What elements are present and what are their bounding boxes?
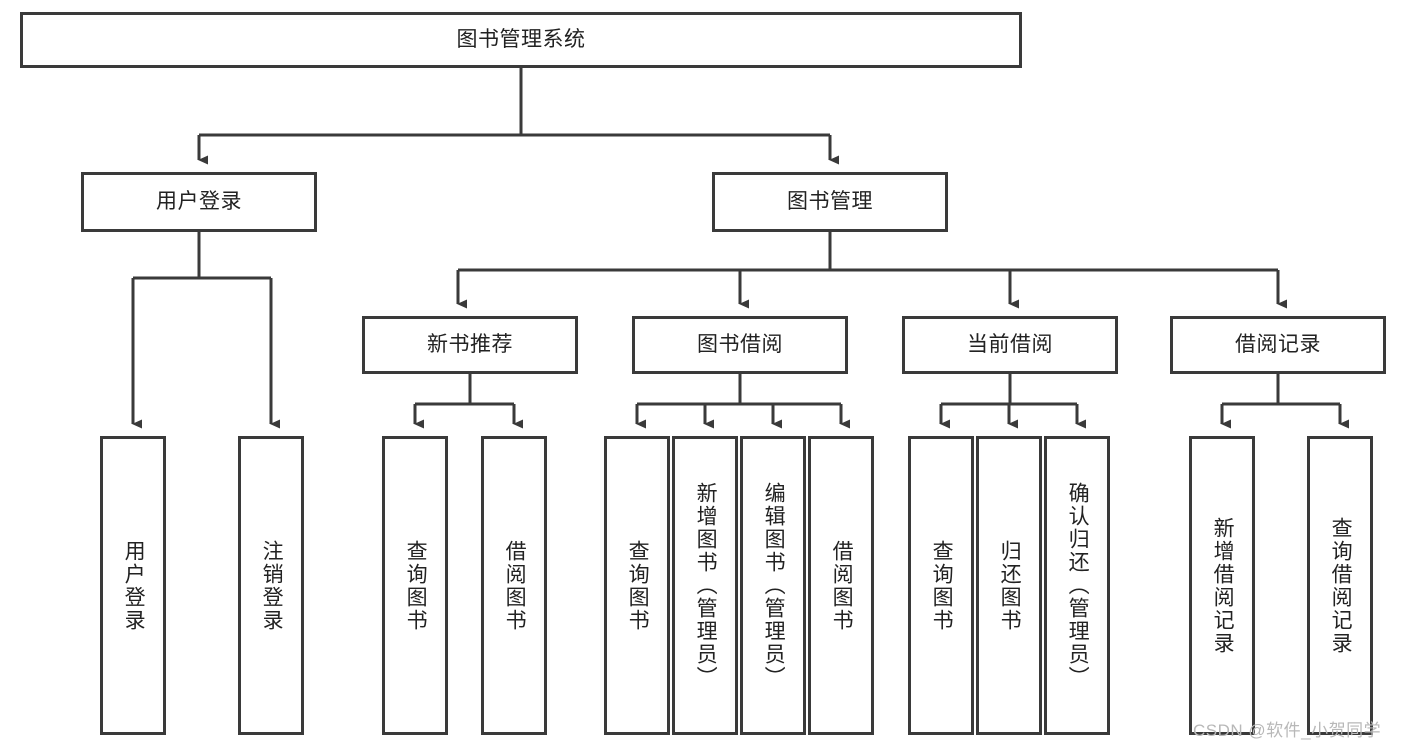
node-borrow-record[interactable]: 借阅记录: [1170, 316, 1386, 374]
node-root-label: 图书管理系统: [456, 27, 586, 51]
leaf-query-book-2[interactable]: 查询图书: [604, 436, 670, 735]
node-book-borrow-label: 图书借阅: [697, 332, 783, 356]
leaf-query-record[interactable]: 查询借阅记录: [1307, 436, 1373, 735]
leaf-return-book-label: 归还图书: [998, 539, 1022, 632]
leaf-return-book[interactable]: 归还图书: [976, 436, 1042, 735]
leaf-query-book-1-label: 查询图书: [404, 539, 428, 632]
leaf-add-record[interactable]: 新增借阅记录: [1189, 436, 1255, 735]
leaf-user-login[interactable]: 用户登录: [100, 436, 166, 735]
leaf-query-book-2-label: 查询图书: [626, 539, 650, 632]
leaf-user-logout-label: 注销登录: [260, 539, 284, 632]
node-user-login-label: 用户登录: [156, 189, 242, 213]
leaf-query-book-3[interactable]: 查询图书: [908, 436, 974, 735]
leaf-add-book[interactable]: 新增图书（管理员）: [672, 436, 738, 735]
leaf-query-book-3-label: 查询图书: [930, 539, 954, 632]
leaf-user-logout[interactable]: 注销登录: [238, 436, 304, 735]
leaf-edit-book-label: 编辑图书（管理员）: [762, 482, 786, 689]
leaf-edit-book[interactable]: 编辑图书（管理员）: [740, 436, 806, 735]
watermark-text: CSDN @软件_小贺同学: [1193, 721, 1382, 740]
node-book-management-label: 图书管理: [787, 189, 873, 213]
node-book-management[interactable]: 图书管理: [712, 172, 948, 232]
leaf-user-login-label: 用户登录: [122, 539, 146, 632]
node-current-borrow[interactable]: 当前借阅: [902, 316, 1118, 374]
node-book-borrow[interactable]: 图书借阅: [632, 316, 848, 374]
leaf-borrow-book-2-label: 借阅图书: [830, 539, 854, 632]
leaf-add-record-label: 新增借阅记录: [1211, 516, 1235, 655]
node-current-borrow-label: 当前借阅: [967, 332, 1053, 356]
leaf-borrow-book-1[interactable]: 借阅图书: [481, 436, 547, 735]
leaf-confirm-return[interactable]: 确认归还（管理员）: [1044, 436, 1110, 735]
node-new-book-recommend-label: 新书推荐: [427, 332, 513, 356]
node-borrow-record-label: 借阅记录: [1235, 332, 1321, 356]
leaf-borrow-book-1-label: 借阅图书: [503, 539, 527, 632]
leaf-add-book-label: 新增图书（管理员）: [694, 482, 718, 689]
leaf-borrow-book-2[interactable]: 借阅图书: [808, 436, 874, 735]
leaf-query-book-1[interactable]: 查询图书: [382, 436, 448, 735]
node-new-book-recommend[interactable]: 新书推荐: [362, 316, 578, 374]
node-user-login[interactable]: 用户登录: [81, 172, 317, 232]
leaf-confirm-return-label: 确认归还（管理员）: [1066, 482, 1090, 689]
node-root[interactable]: 图书管理系统: [20, 12, 1022, 68]
leaf-query-record-label: 查询借阅记录: [1329, 516, 1353, 655]
